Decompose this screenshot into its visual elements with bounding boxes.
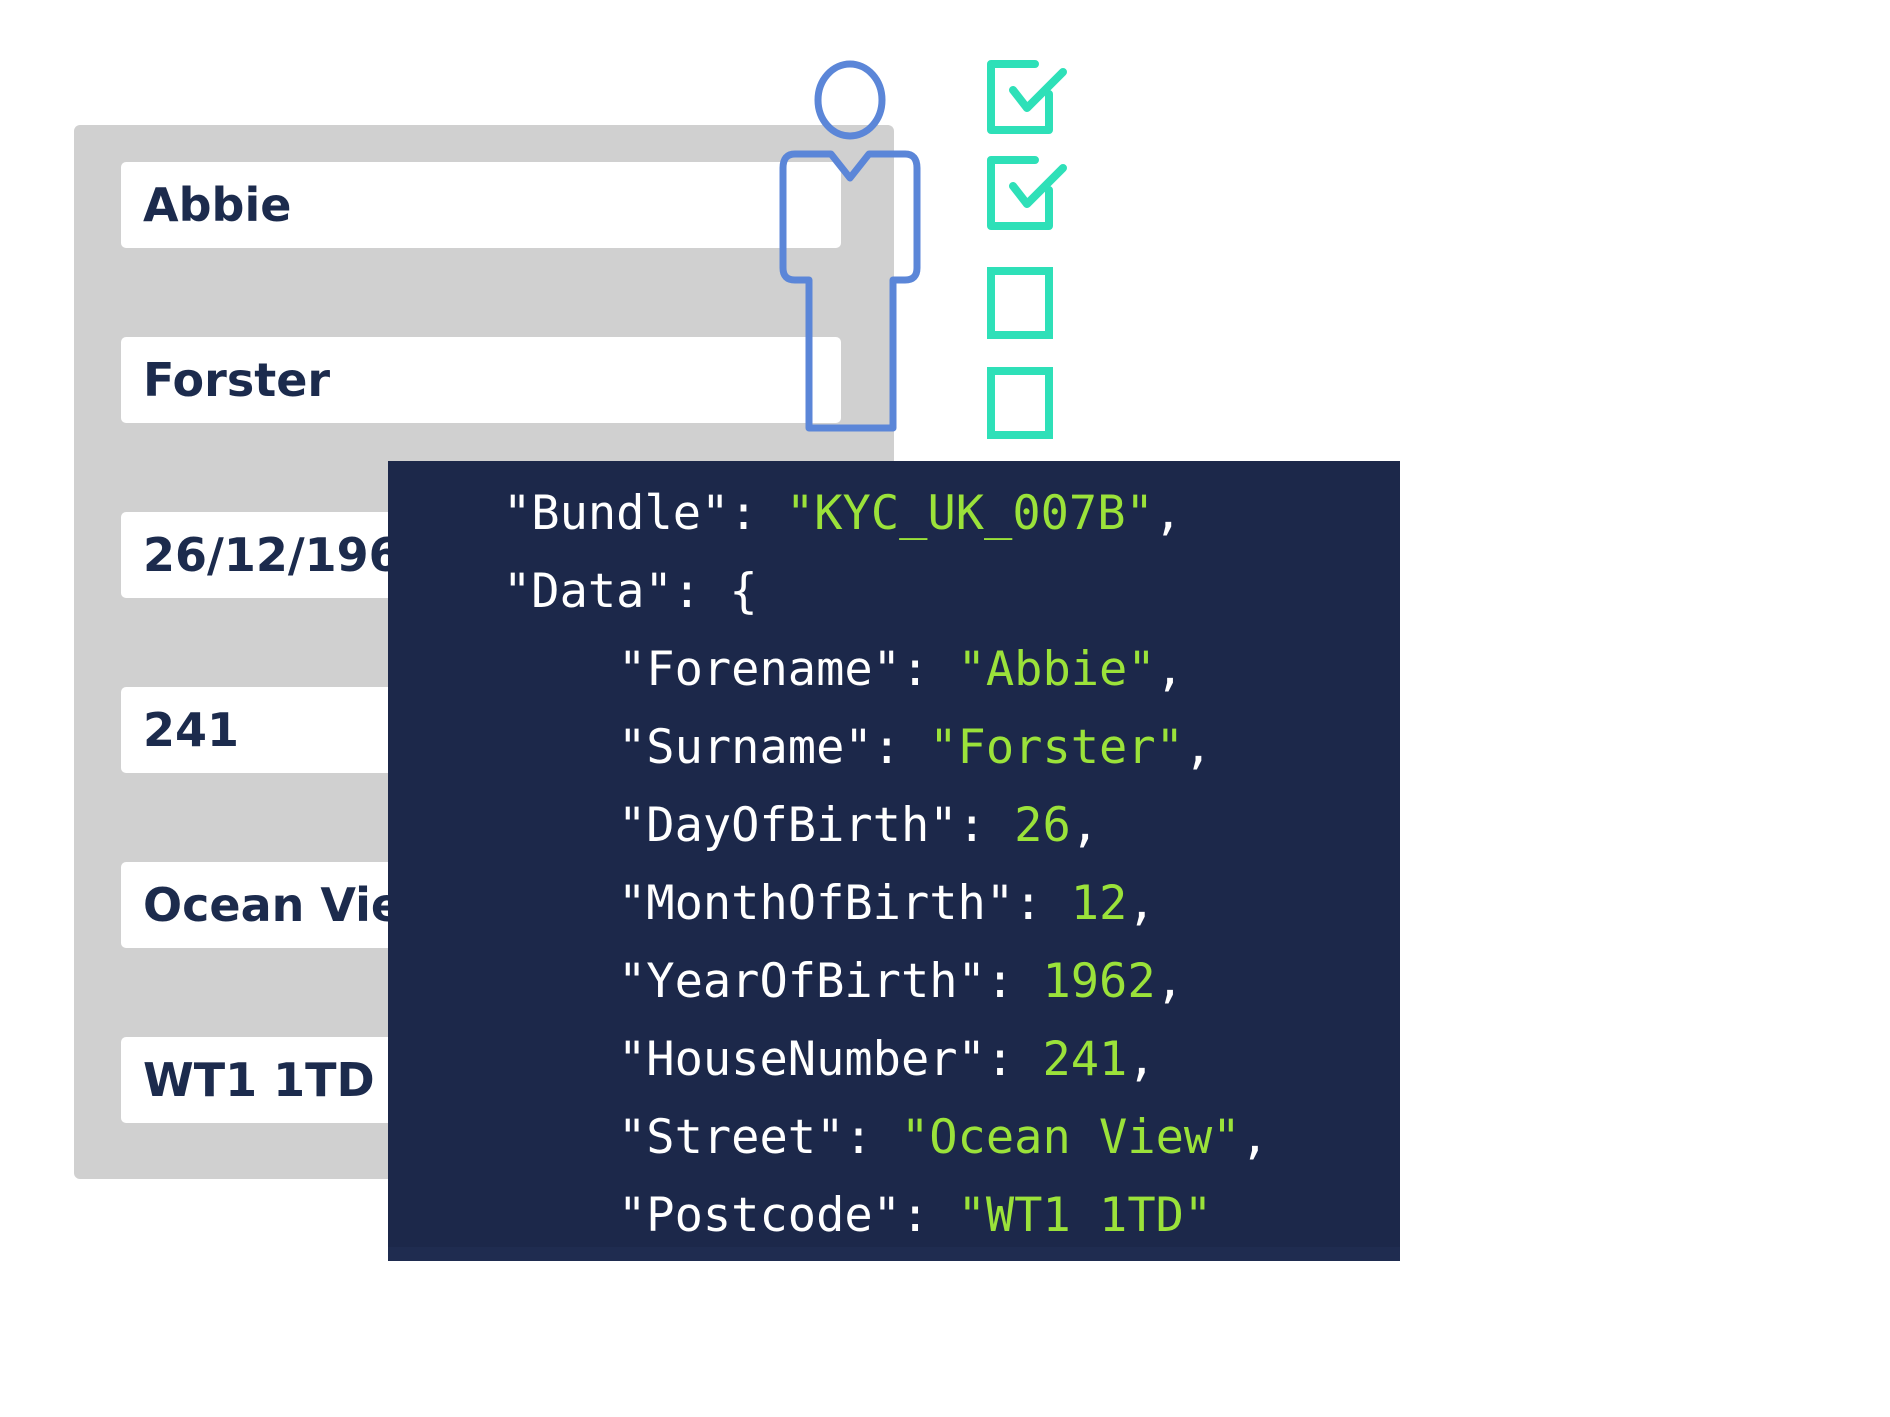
surname-value: Forster — [143, 353, 331, 407]
postcode-value: WT1 1TD — [143, 1053, 375, 1107]
code-key: "Forename" — [618, 642, 901, 697]
code-brace: { — [729, 564, 758, 619]
checklist-item-empty-icon — [987, 367, 1053, 439]
code-line: "Forename": "Abbie", — [618, 642, 1184, 697]
code-line: "Postcode": "WT1 1TD" — [618, 1188, 1213, 1243]
checklist-item-checked-icon — [987, 60, 1067, 134]
code-key: "Postcode" — [618, 1188, 901, 1243]
date-of-birth-value: 26/12/1962 — [143, 528, 433, 582]
code-line: "YearOfBirth": 1962, — [618, 954, 1184, 1009]
surname-field[interactable]: Forster — [121, 337, 841, 423]
code-line: "DayOfBirth": 26, — [618, 798, 1100, 853]
checklist-item-empty-icon — [987, 267, 1053, 339]
code-value: 26 — [1014, 798, 1071, 853]
code-value: 1962 — [1042, 954, 1156, 1009]
checklist — [987, 60, 1067, 439]
forename-value: Abbie — [143, 178, 292, 232]
code-line: "Surname": "Forster", — [618, 720, 1213, 775]
code-value: "KYC_UK_007B" — [785, 486, 1154, 541]
code-value: "Forster" — [929, 720, 1184, 775]
json-code-panel: "Bundle": "KYC_UK_007B", "Data": { "Fore… — [388, 461, 1400, 1261]
code-line-bundle: "Bundle": "KYC_UK_007B", — [503, 486, 1183, 541]
code-line: "MonthOfBirth": 12, — [618, 876, 1156, 931]
code-key: "MonthOfBirth" — [618, 876, 1015, 931]
code-value: "Abbie" — [957, 642, 1156, 697]
code-panel-bottom-bar — [388, 1247, 1400, 1261]
code-key: "Data" — [503, 564, 673, 619]
code-value: "WT1 1TD" — [957, 1188, 1213, 1243]
code-key: "HouseNumber" — [618, 1032, 986, 1087]
code-key: "DayOfBirth" — [618, 798, 958, 853]
person-icon — [779, 60, 921, 432]
code-key: "YearOfBirth" — [618, 954, 986, 1009]
checklist-item-checked-icon — [987, 156, 1067, 230]
code-line: "HouseNumber": 241, — [618, 1032, 1156, 1087]
code-value: 12 — [1070, 876, 1128, 931]
forename-field[interactable]: Abbie — [121, 162, 841, 248]
code-key: "Street" — [618, 1110, 845, 1165]
code-value: "Ocean View" — [900, 1110, 1241, 1165]
code-key: "Surname" — [618, 720, 873, 775]
code-line-data: "Data": { — [503, 564, 758, 619]
code-key: "Bundle" — [503, 486, 730, 541]
code-value: 241 — [1042, 1032, 1128, 1087]
code-line: "Street": "Ocean View", — [618, 1110, 1269, 1165]
house-number-value: 241 — [143, 703, 240, 757]
